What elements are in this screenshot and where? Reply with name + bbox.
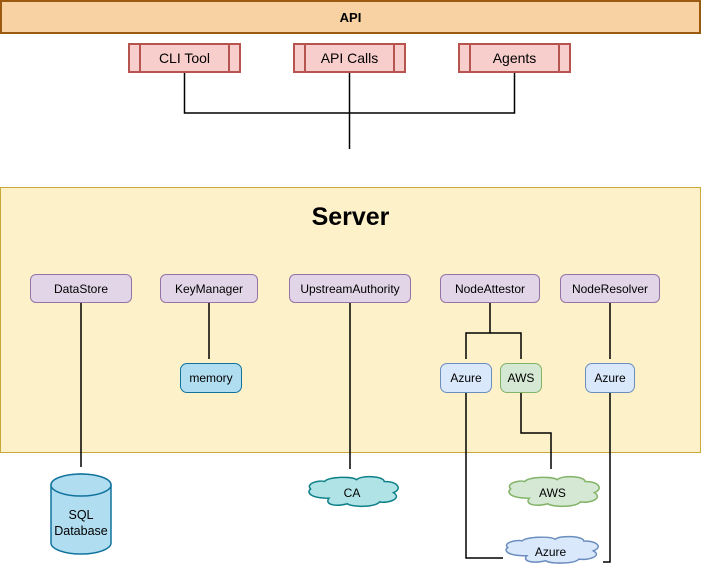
nodeattestor-azure-label: Azure bbox=[450, 371, 482, 385]
client-node-agents[interactable]: Agents bbox=[458, 43, 571, 73]
agents-label: Agents bbox=[492, 50, 537, 66]
api-band[interactable]: API bbox=[0, 0, 701, 34]
ca-cloud-icon[interactable] bbox=[306, 476, 398, 513]
nodeattestor-label: NodeAttestor bbox=[454, 281, 526, 296]
impl-memory[interactable]: memory bbox=[180, 363, 242, 393]
plugin-datastore[interactable]: DataStore bbox=[30, 274, 132, 303]
noderesolver-label: NodeResolver bbox=[571, 281, 649, 296]
client-node-api-calls[interactable]: API Calls bbox=[293, 43, 406, 73]
sql-database-label-line2: Database bbox=[54, 524, 108, 538]
upstreamauthority-label: UpstreamAuthority bbox=[300, 281, 400, 296]
plugin-nodeattestor[interactable]: NodeAttestor bbox=[440, 274, 540, 303]
impl-noderesolver-azure[interactable]: Azure bbox=[585, 363, 635, 393]
client-node-cli-tool[interactable]: CLI Tool bbox=[128, 43, 241, 73]
connector-clients-join bbox=[183, 73, 516, 114]
database-cylinder-icon[interactable] bbox=[50, 473, 112, 556]
aws-cloud-icon[interactable] bbox=[506, 476, 599, 513]
plugin-keymanager[interactable]: KeyManager bbox=[160, 274, 258, 303]
noderesolver-azure-label: Azure bbox=[594, 371, 626, 385]
nodeattestor-aws-label: AWS bbox=[507, 371, 535, 385]
cli-tool-label: CLI Tool bbox=[158, 50, 211, 66]
memory-label: memory bbox=[189, 371, 233, 385]
aws-cloud-label: AWS bbox=[539, 486, 566, 500]
plugin-noderesolver[interactable]: NodeResolver bbox=[560, 274, 660, 303]
sql-database-label-line1: SQL bbox=[68, 508, 94, 522]
api-calls-label: API Calls bbox=[320, 50, 379, 66]
server-title: Server bbox=[311, 203, 390, 231]
azure-cloud-icon[interactable] bbox=[503, 536, 598, 569]
plugin-upstreamauthority[interactable]: UpstreamAuthority bbox=[289, 274, 411, 303]
impl-nodeattestor-aws[interactable]: AWS bbox=[500, 363, 542, 393]
keymanager-label: KeyManager bbox=[174, 281, 244, 296]
ca-cloud-label: CA bbox=[343, 486, 361, 500]
datastore-label: DataStore bbox=[53, 281, 109, 296]
sql-database-label: SQL Database bbox=[50, 507, 112, 539]
api-band-label: API bbox=[339, 9, 362, 25]
impl-nodeattestor-azure[interactable]: Azure bbox=[440, 363, 492, 393]
azure-cloud-label: Azure bbox=[534, 545, 567, 559]
